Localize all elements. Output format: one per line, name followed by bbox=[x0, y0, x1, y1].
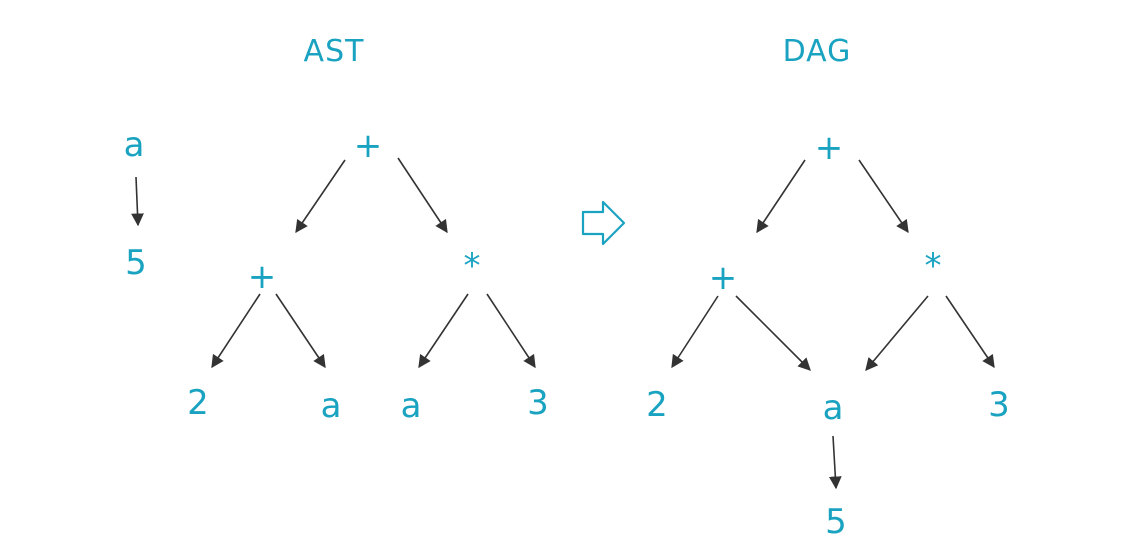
ast-edge-plus-a bbox=[275, 293, 326, 369]
dag-title: DAG bbox=[782, 34, 852, 69]
dag-right-op-node: * bbox=[924, 246, 942, 286]
dag-edge-root-left bbox=[756, 159, 806, 234]
right-arrow-icon bbox=[581, 200, 626, 246]
dag-leaf-2: 2 bbox=[646, 385, 668, 425]
dag-shared-leaf-a: a bbox=[822, 388, 844, 428]
dag-edge-root-right bbox=[858, 159, 909, 234]
ast-right-op-node: * bbox=[463, 246, 481, 286]
ast-title: AST bbox=[303, 34, 365, 69]
ast-leaf-a-left: a bbox=[320, 386, 342, 426]
ast-left-op-node: + bbox=[247, 257, 277, 297]
ast-edge-plus-2 bbox=[211, 293, 261, 369]
ast-leaf-a-right: a bbox=[400, 386, 422, 426]
dag-edge-plus-2 bbox=[671, 295, 719, 369]
ast-edge-root-left bbox=[295, 159, 346, 234]
dag-edge-mul-a bbox=[865, 295, 929, 371]
ast-edge-mul-3 bbox=[486, 293, 536, 369]
ast-leaf-3: 3 bbox=[527, 383, 549, 423]
ast-assign-var: a bbox=[123, 125, 145, 165]
dag-edge-plus-a bbox=[735, 295, 811, 371]
ast-root-node: + bbox=[353, 126, 383, 166]
ast-assign-value: 5 bbox=[125, 243, 147, 283]
dag-root-node: + bbox=[814, 128, 844, 168]
dag-left-op-node: + bbox=[708, 258, 738, 298]
ast-edge-mul-a bbox=[418, 293, 469, 369]
dag-shared-value: 5 bbox=[825, 502, 847, 542]
dag-edge-mul-3 bbox=[945, 295, 995, 369]
ast-leaf-2: 2 bbox=[187, 383, 209, 423]
dag-edge-a-5 bbox=[828, 435, 842, 490]
dag-leaf-3: 3 bbox=[988, 385, 1010, 425]
ast-edge-root-right bbox=[397, 157, 448, 234]
ast-edge-a-5 bbox=[131, 176, 144, 227]
